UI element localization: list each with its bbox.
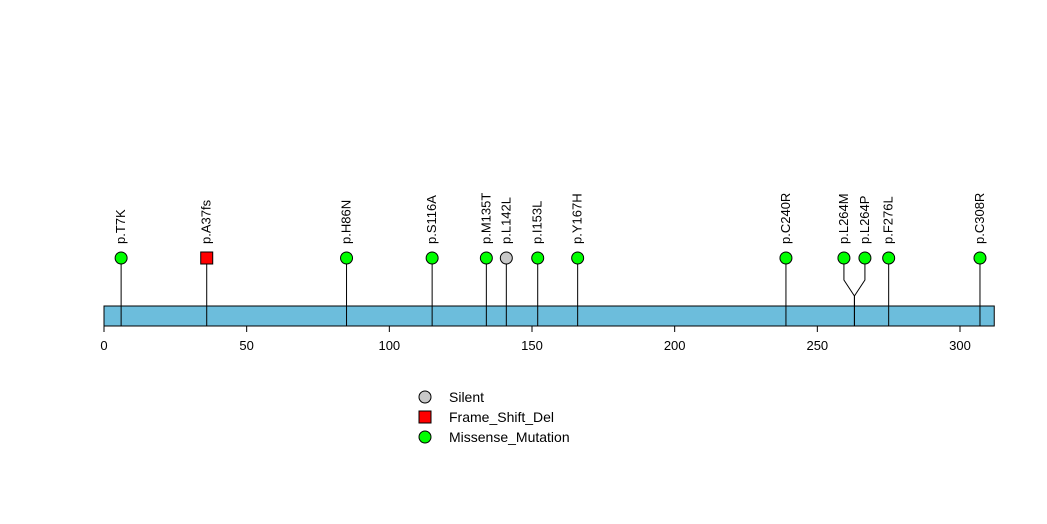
lollipop-head-missense_mutation xyxy=(837,251,851,265)
x-tick-label: 100 xyxy=(378,338,400,353)
legend-swatch-circle xyxy=(418,390,432,404)
legend-swatch-square xyxy=(418,410,432,424)
lollipop-head-frame_shift_del xyxy=(200,251,214,265)
mutation-label: p.T7K xyxy=(113,209,128,244)
x-tick-label: 200 xyxy=(664,338,686,353)
lollipop-head-missense_mutation xyxy=(779,251,793,265)
lollipop-head-missense_mutation xyxy=(882,251,896,265)
lollipop-head-missense_mutation xyxy=(425,251,439,265)
mutation-label: p.A37fs xyxy=(199,199,214,244)
x-tick-label: 50 xyxy=(239,338,253,353)
lollipop-head-missense_mutation xyxy=(858,251,872,265)
legend-swatch-circle xyxy=(418,430,432,444)
mutation-label: p.S116A xyxy=(424,195,439,244)
lollipop-head-missense_mutation xyxy=(531,251,545,265)
mutation-label: p.Y167H xyxy=(570,193,585,244)
mutation-label: p.C240R xyxy=(778,193,793,244)
lollipop-head-missense_mutation xyxy=(340,251,354,265)
x-tick-label: 0 xyxy=(100,338,107,353)
x-tick-label: 250 xyxy=(806,338,828,353)
mutation-label: p.L142L xyxy=(498,197,513,244)
lollipop-stem xyxy=(853,258,866,326)
mutation-label: p.M135T xyxy=(478,193,493,244)
mutation-label: p.L264M xyxy=(836,193,851,244)
x-tick-label: 300 xyxy=(949,338,971,353)
mutation-label: p.I153L xyxy=(530,201,545,244)
x-tick-label: 150 xyxy=(521,338,543,353)
mutation-label: p.H86N xyxy=(339,200,354,244)
legend-label: Frame_Shift_Del xyxy=(449,409,554,425)
legend-label: Silent xyxy=(449,389,484,405)
lollipop-head-missense_mutation xyxy=(479,251,493,265)
legend-label: Missense_Mutation xyxy=(449,429,570,445)
lollipop-head-silent xyxy=(499,251,513,265)
lollipop-head-missense_mutation xyxy=(114,251,128,265)
mutation-label: p.F276L xyxy=(881,196,896,244)
lollipop-head-missense_mutation xyxy=(973,251,987,265)
lollipop-head-missense_mutation xyxy=(571,251,585,265)
mutation-label: p.L264P xyxy=(857,196,872,244)
protein-bar xyxy=(103,305,995,327)
mutation-label: p.C308R xyxy=(972,193,987,244)
